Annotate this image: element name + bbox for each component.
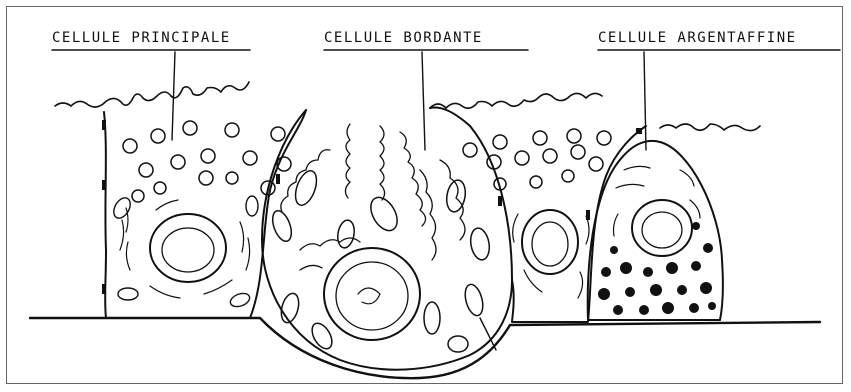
cellule-argentaffine <box>588 141 723 320</box>
zymogen-granules <box>123 121 291 202</box>
junctions <box>102 120 642 294</box>
cellule-principale-droite <box>463 126 646 322</box>
bordante-leader-tail <box>480 318 496 350</box>
bordante-membrane <box>262 108 512 370</box>
zymogen-granules-droite <box>463 129 611 190</box>
principale-droite-nucleus <box>522 210 578 274</box>
leader-lines <box>172 52 646 150</box>
argentaffine-granules <box>598 222 716 315</box>
apical-border <box>55 82 760 131</box>
argentaffine-nucleus <box>632 200 692 256</box>
principale-mitochondria <box>110 195 258 309</box>
principale-nucleus <box>150 214 226 282</box>
cellule-principale <box>104 110 306 318</box>
bordante-mitochondria <box>269 168 492 352</box>
bordante-nucleus <box>324 248 420 340</box>
cellule-bordante <box>262 108 512 370</box>
